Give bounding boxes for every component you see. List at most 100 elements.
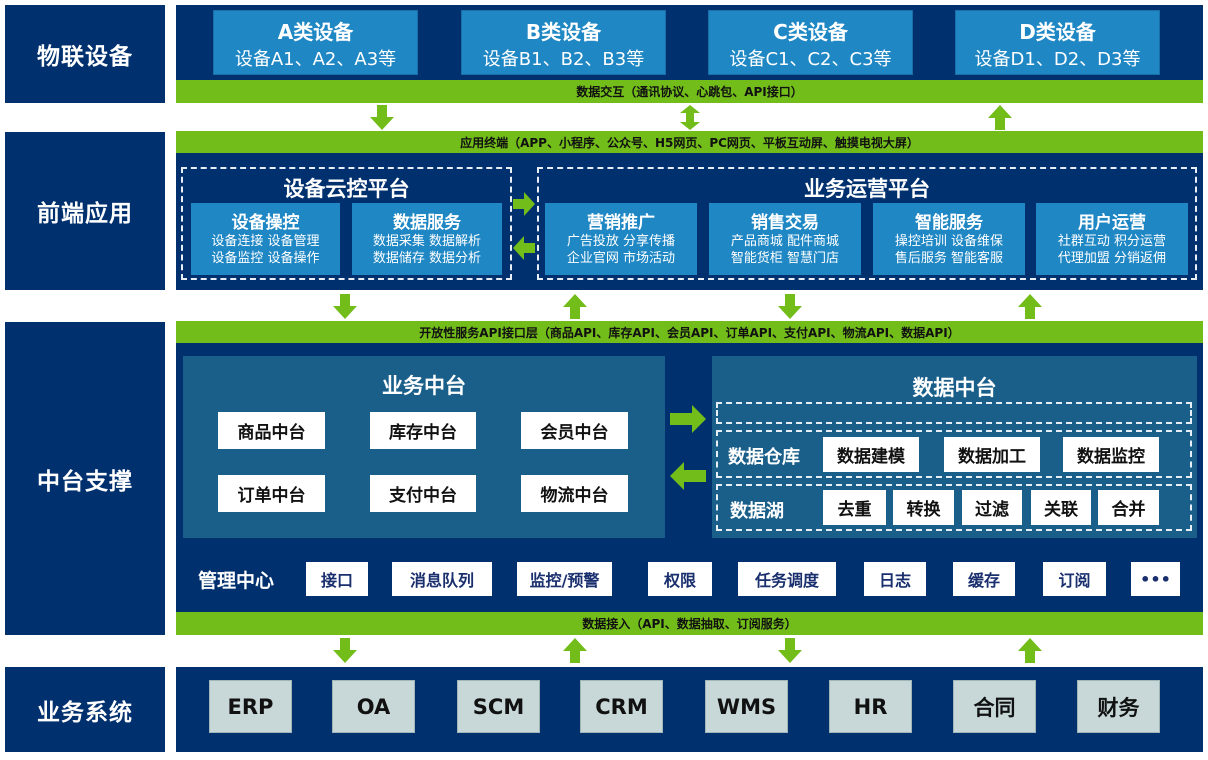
device-c: C类设备设备C1、C2、C3等 — [708, 10, 913, 75]
data-exchange-bar: 数据交互（通讯协议、心跳包、API接口） — [176, 80, 1203, 103]
card-line: 企业官网 市场活动 — [566, 251, 676, 266]
system-wms: WMS — [705, 680, 788, 733]
card-line: 设备连接 设备管理 — [211, 234, 320, 249]
device-sub: 设备A1、A2、A3等 — [234, 49, 397, 70]
device-title: C类设备 — [773, 20, 848, 44]
card-title: 营销推广 — [587, 213, 655, 233]
arrow-right-icon — [513, 192, 535, 216]
device-title: A类设备 — [277, 20, 354, 44]
card-marketing: 营销推广广告投放 分享传播企业官网 市场活动 — [545, 203, 697, 275]
device-title: B类设备 — [525, 20, 602, 44]
device-title: D类设备 — [1019, 20, 1096, 44]
arrow-down-icon — [778, 294, 802, 319]
card-line: 产品商城 配件商城 — [730, 234, 840, 249]
card-line: 售后服务 智能客服 — [894, 251, 1004, 266]
management-item: 权限 — [648, 562, 712, 596]
arrow-up-icon — [988, 105, 1012, 130]
data-lake-label: 数据湖 — [730, 501, 784, 522]
layer-label-business: 业务系统 — [5, 667, 165, 752]
data-warehouse-item: 数据加工 — [944, 437, 1040, 472]
card-title: 数据服务 — [393, 213, 461, 233]
card-line: 数据采集 数据解析 — [372, 234, 482, 249]
data-lake-item: 合并 — [1098, 490, 1159, 525]
card-line: 操控培训 设备维保 — [894, 234, 1004, 249]
data-lake-item: 去重 — [823, 490, 886, 525]
card-sales: 销售交易产品商城 配件商城智能货柜 智慧门店 — [709, 203, 861, 275]
app-terminal-bar: 应用终端（APP、小程序、公众号、H5网页、PC网页、平板互动屏、触摸电视大屏） — [176, 131, 1203, 153]
management-item: 日志 — [864, 562, 926, 596]
card-line: 代理加盟 分销返佣 — [1057, 251, 1167, 266]
system-hr: HR — [829, 680, 912, 733]
card-line: 数据储存 数据分析 — [372, 251, 482, 266]
business-center-item: 商品中台 — [218, 412, 325, 449]
card-title: 用户运营 — [1078, 213, 1146, 233]
systems-panel — [176, 667, 1203, 752]
data-center-title: 数据中台 — [912, 376, 997, 400]
arrow-down-icon — [333, 638, 357, 663]
arrow-up-icon — [1018, 638, 1042, 663]
ops-platform-title: 业务运营平台 — [804, 177, 930, 201]
system-erp: ERP — [209, 680, 292, 733]
data-lake-group — [716, 484, 1192, 531]
data-lake-item: 过滤 — [962, 490, 1022, 525]
arrow-left-icon — [670, 462, 706, 490]
data-warehouse-label: 数据仓库 — [728, 447, 800, 468]
data-warehouse-group — [716, 430, 1192, 478]
management-item: 订阅 — [1043, 562, 1106, 596]
arrow-up-icon — [563, 638, 587, 663]
card-line: 智能货柜 智慧门店 — [730, 251, 840, 266]
data-warehouse-item: 数据监控 — [1063, 437, 1159, 472]
data-center-empty-group — [716, 402, 1192, 424]
card-title: 设备操控 — [231, 213, 300, 233]
data-access-bar: 数据接入（API、数据抽取、订阅服务） — [176, 612, 1203, 635]
cloud-platform-group — [181, 167, 512, 280]
device-d: D类设备设备D1、D2、D3等 — [955, 10, 1160, 75]
business-center-item: 会员中台 — [521, 412, 628, 449]
card-smart-service: 智能服务操控培训 设备维保售后服务 智能客服 — [873, 203, 1025, 275]
data-warehouse-item: 数据建模 — [823, 437, 919, 472]
device-sub: 设备C1、C2、C3等 — [729, 49, 892, 70]
card-user-ops: 用户运营社群互动 积分运营代理加盟 分销返佣 — [1036, 203, 1188, 275]
business-center-item: 库存中台 — [370, 412, 476, 449]
device-sub: 设备D1、D2、D3等 — [974, 49, 1141, 70]
device-b: B类设备设备B1、B2、B3等 — [461, 10, 666, 75]
management-item: 接口 — [306, 562, 368, 596]
arrow-updown-icon — [680, 105, 700, 130]
arrow-right-icon — [670, 405, 706, 433]
management-more: ••• — [1131, 562, 1180, 596]
management-item: 任务调度 — [738, 562, 836, 596]
card-device-control: 设备操控设备连接 设备管理设备监控 设备操作 — [191, 203, 340, 275]
business-center-item: 物流中台 — [521, 475, 628, 512]
system-scm: SCM — [457, 680, 540, 733]
management-item: 消息队列 — [392, 562, 492, 596]
data-lake-item: 关联 — [1031, 490, 1091, 525]
management-label: 管理中心 — [198, 570, 275, 592]
open-api-bar: 开放性服务API接口层（商品API、库存API、会员API、订单API、支付AP… — [176, 321, 1203, 343]
device-sub: 设备B1、B2、B3等 — [482, 49, 645, 70]
card-line: 社群互动 积分运营 — [1057, 234, 1167, 249]
layer-label-frontend: 前端应用 — [5, 132, 165, 290]
arrow-up-icon — [563, 294, 587, 319]
management-item: 缓存 — [953, 562, 1015, 596]
system-finance: 财务 — [1077, 680, 1160, 733]
business-center-title: 业务中台 — [382, 374, 466, 398]
management-item: 监控/预警 — [517, 562, 612, 596]
arrow-down-icon — [778, 638, 802, 663]
card-title: 销售交易 — [751, 213, 819, 233]
arrow-down-icon — [370, 105, 394, 130]
system-oa: OA — [332, 680, 415, 733]
arrow-down-icon — [333, 294, 357, 319]
ops-platform-group — [537, 167, 1197, 280]
business-center-item: 支付中台 — [370, 475, 476, 512]
system-crm: CRM — [580, 680, 663, 733]
card-line: 广告投放 分享传播 — [566, 234, 676, 249]
business-center-item: 订单中台 — [218, 475, 325, 512]
card-line: 设备监控 设备操作 — [211, 251, 320, 266]
arrow-left-icon — [513, 236, 535, 260]
card-title: 智能服务 — [915, 213, 983, 233]
arrow-up-icon — [1018, 294, 1042, 319]
data-lake-item: 转换 — [893, 490, 954, 525]
cloud-platform-title: 设备云控平台 — [283, 177, 410, 201]
card-data-service: 数据服务数据采集 数据解析数据储存 数据分析 — [352, 203, 502, 275]
layer-label-iot: 物联设备 — [5, 5, 165, 103]
